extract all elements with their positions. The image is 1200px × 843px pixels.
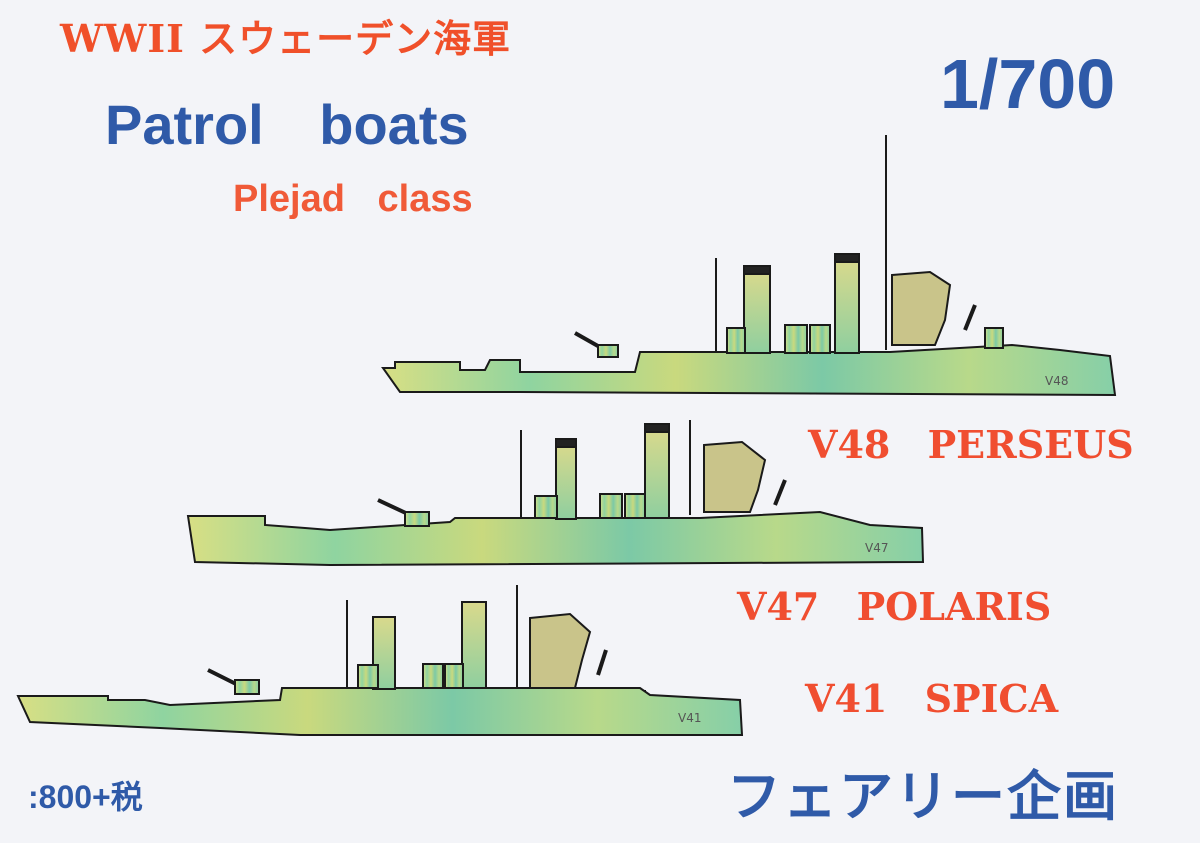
ship-perseus bbox=[381, 135, 1117, 397]
class-subtitle: Plejad class bbox=[233, 178, 473, 220]
funnel bbox=[743, 269, 771, 354]
gun-mount bbox=[404, 511, 430, 527]
bridge bbox=[703, 440, 767, 513]
ship-name-perseus: V48 PERSEUS bbox=[808, 422, 1134, 467]
bridge bbox=[891, 270, 952, 346]
scale-label: 1/700 bbox=[940, 45, 1116, 123]
hull-marking: V47 bbox=[865, 541, 888, 555]
hull-marking: V41 bbox=[678, 711, 701, 725]
ship-spica bbox=[16, 585, 744, 736]
deckhouse bbox=[624, 493, 646, 519]
ship-polaris bbox=[186, 420, 925, 567]
hull bbox=[186, 510, 925, 567]
funnel-cap bbox=[555, 438, 577, 448]
deckhouse bbox=[726, 327, 746, 354]
hull bbox=[381, 343, 1117, 397]
deckhouse bbox=[422, 663, 444, 689]
hull-marking: V48 bbox=[1045, 374, 1068, 388]
gun-mount bbox=[234, 679, 260, 695]
gun-mount bbox=[597, 344, 619, 358]
deckhouse bbox=[599, 493, 623, 519]
funnel-cap bbox=[834, 253, 860, 263]
deckhouse bbox=[534, 495, 558, 519]
gun bbox=[207, 668, 239, 687]
gun bbox=[596, 649, 608, 676]
funnel-cap bbox=[644, 423, 670, 433]
header-title: WWII スウェーデン海軍 bbox=[60, 16, 512, 61]
funnel bbox=[461, 601, 487, 689]
ship-name-spica: V41 SPICA bbox=[805, 676, 1059, 721]
funnel bbox=[834, 257, 860, 354]
gun bbox=[963, 304, 977, 331]
bridge bbox=[529, 612, 592, 689]
deckhouse bbox=[809, 324, 831, 354]
deckhouse bbox=[784, 324, 808, 354]
deckhouse bbox=[984, 327, 1004, 349]
price-label: :800+税 bbox=[28, 779, 143, 815]
deckhouse bbox=[444, 663, 464, 689]
gun bbox=[773, 479, 787, 506]
funnel bbox=[644, 427, 670, 519]
hull bbox=[16, 687, 744, 736]
funnel-cap bbox=[743, 265, 771, 275]
deckhouse bbox=[357, 664, 379, 689]
funnel bbox=[555, 442, 577, 520]
ship-name-polaris: V47 POLARIS bbox=[737, 584, 1052, 629]
main-title: Patrol boats bbox=[105, 93, 469, 156]
maker-logo: フェアリー企画 bbox=[727, 765, 1119, 828]
